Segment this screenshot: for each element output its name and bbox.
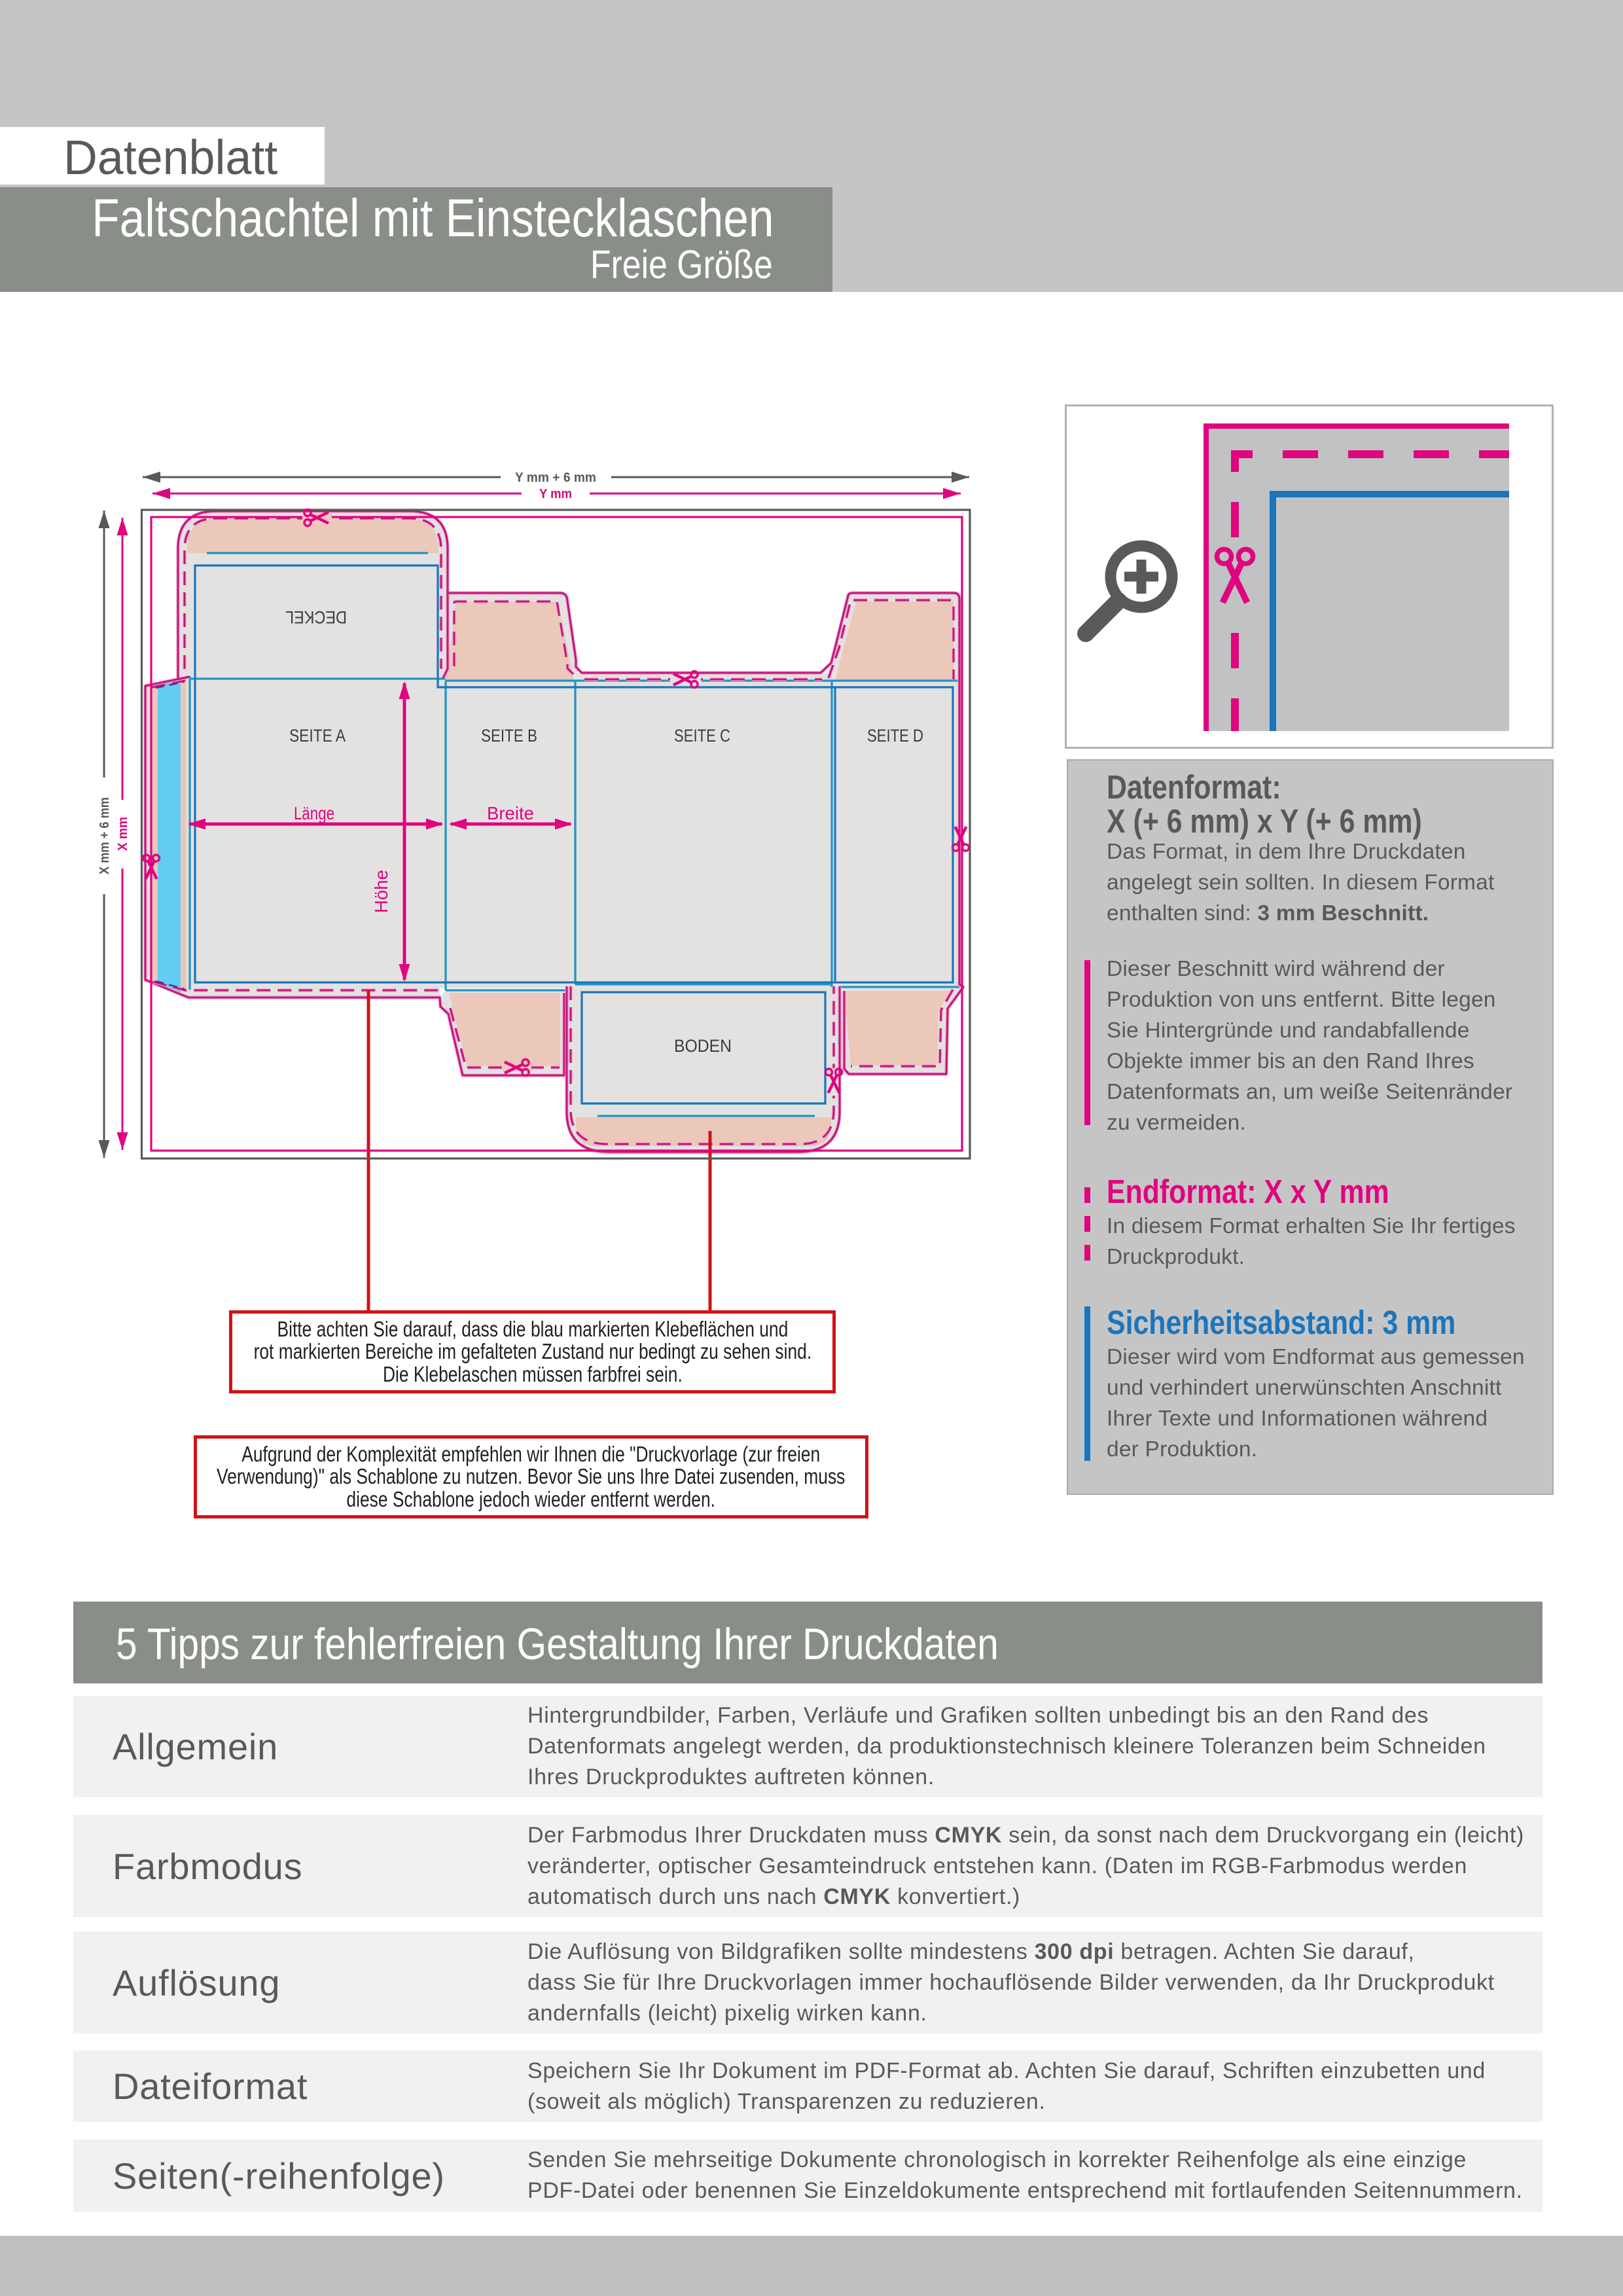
svg-text:DECKEL: DECKEL: [285, 607, 347, 627]
svg-text:SEITE A: SEITE A: [289, 726, 346, 745]
svg-text:SEITE B: SEITE B: [481, 726, 537, 745]
svg-text:Länge: Länge: [294, 803, 334, 823]
svg-text:Höhe: Höhe: [371, 870, 391, 913]
svg-text:Breite: Breite: [487, 803, 534, 823]
svg-text:Y mm: Y mm: [539, 487, 572, 501]
svg-text:Y mm + 6 mm: Y mm + 6 mm: [515, 471, 596, 485]
svg-text:X mm: X mm: [116, 817, 130, 851]
svg-text:SEITE C: SEITE C: [674, 726, 730, 745]
svg-text:X mm + 6 mm: X mm + 6 mm: [98, 797, 112, 874]
svg-text:SEITE D: SEITE D: [867, 726, 923, 745]
svg-text:BODEN: BODEN: [674, 1036, 732, 1056]
